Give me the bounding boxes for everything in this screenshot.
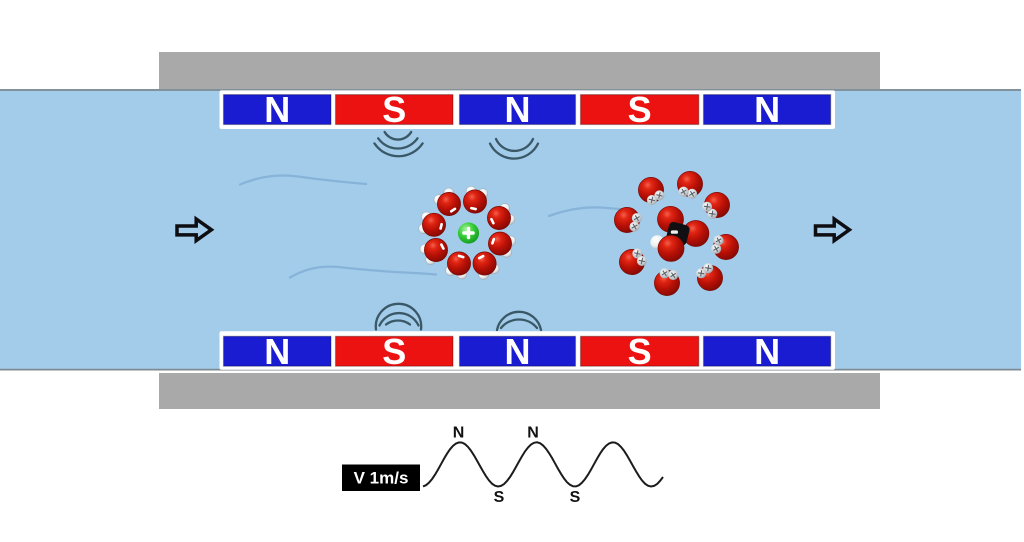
svg-text:N: N xyxy=(505,331,531,372)
svg-text:V 1m/s: V 1m/s xyxy=(354,469,409,488)
svg-text:N: N xyxy=(264,331,290,372)
svg-text:N: N xyxy=(453,425,465,442)
svg-text:S: S xyxy=(570,489,581,506)
svg-text:S: S xyxy=(628,331,652,372)
svg-text:N: N xyxy=(754,331,780,372)
svg-text:S: S xyxy=(382,331,406,372)
svg-text:N: N xyxy=(527,425,539,442)
svg-text:N: N xyxy=(264,89,290,130)
svg-text:N: N xyxy=(754,89,780,130)
svg-text:S: S xyxy=(494,489,505,506)
svg-text:N: N xyxy=(505,89,531,130)
svg-text:S: S xyxy=(628,89,652,130)
svg-text:S: S xyxy=(382,89,406,130)
